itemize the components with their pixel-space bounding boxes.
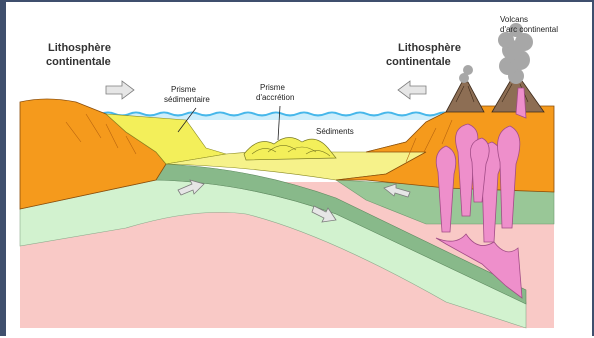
subduction-diagram: Lithosphère continentale Lithosphère con… (6, 2, 594, 338)
left-plate-label-1: Lithosphère (48, 42, 111, 54)
right-plate-label-2: continentale (386, 56, 451, 68)
right-plate-label-1: Lithosphère (398, 42, 461, 54)
volcano-left (446, 82, 484, 112)
accretion-prism-label-2: d'accrétion (256, 93, 294, 102)
volcano-label-1: Volcans (500, 15, 528, 24)
accretion-prism-label-1: Prisme (260, 83, 285, 92)
volcano-label-2: d'arc continental (500, 25, 558, 34)
pointer-accretion-prism (278, 106, 280, 140)
left-plate-label-2: continentale (46, 56, 111, 68)
sediments-label: Sédiments (316, 127, 354, 136)
accretion-prism (244, 137, 336, 160)
left-plate-arrow-icon (106, 81, 134, 99)
sedimentary-prism-label-1: Prisme (171, 85, 196, 94)
right-plate-arrow-icon (398, 81, 426, 99)
sedimentary-prism-label-2: sédimentaire (164, 95, 210, 104)
